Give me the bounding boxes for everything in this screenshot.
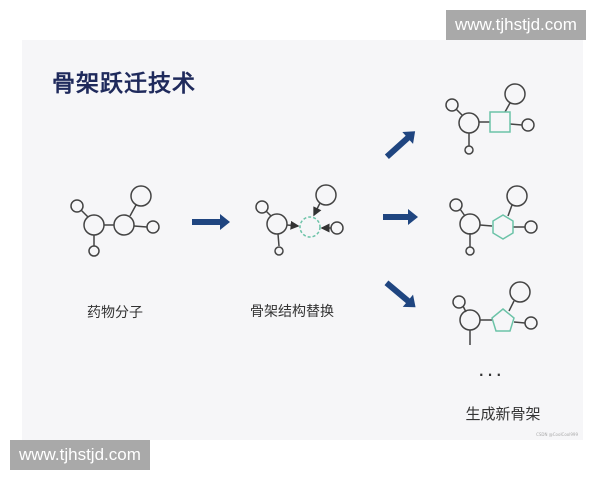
new-scaffold-hexagon	[449, 185, 538, 256]
arrow-down-right-icon	[384, 280, 416, 308]
label-scaffold-replacement: 骨架结构替换	[250, 304, 334, 320]
arrow-right-icon	[192, 214, 230, 230]
label-drug-molecule: 药物分子	[87, 305, 143, 321]
drug-molecule	[70, 185, 160, 257]
watermark-bottom: www.tjhstjd.com	[10, 440, 150, 470]
new-scaffold-pentagon	[452, 281, 538, 345]
new-scaffold-square	[445, 83, 535, 155]
watermark-top: www.tjhstjd.com	[446, 10, 586, 40]
scaffold-replacement-molecule	[255, 184, 344, 256]
diagram-title: 骨架跃迁技术	[52, 71, 196, 97]
credit-text: CSDN @CoolCool999	[536, 432, 578, 437]
ellipsis: · · ·	[478, 368, 502, 382]
arrow-up-right-icon	[384, 131, 416, 159]
label-new-scaffolds: 生成新骨架	[465, 405, 541, 423]
arrow-right-icon	[383, 209, 418, 225]
diagram-panel	[22, 40, 583, 440]
